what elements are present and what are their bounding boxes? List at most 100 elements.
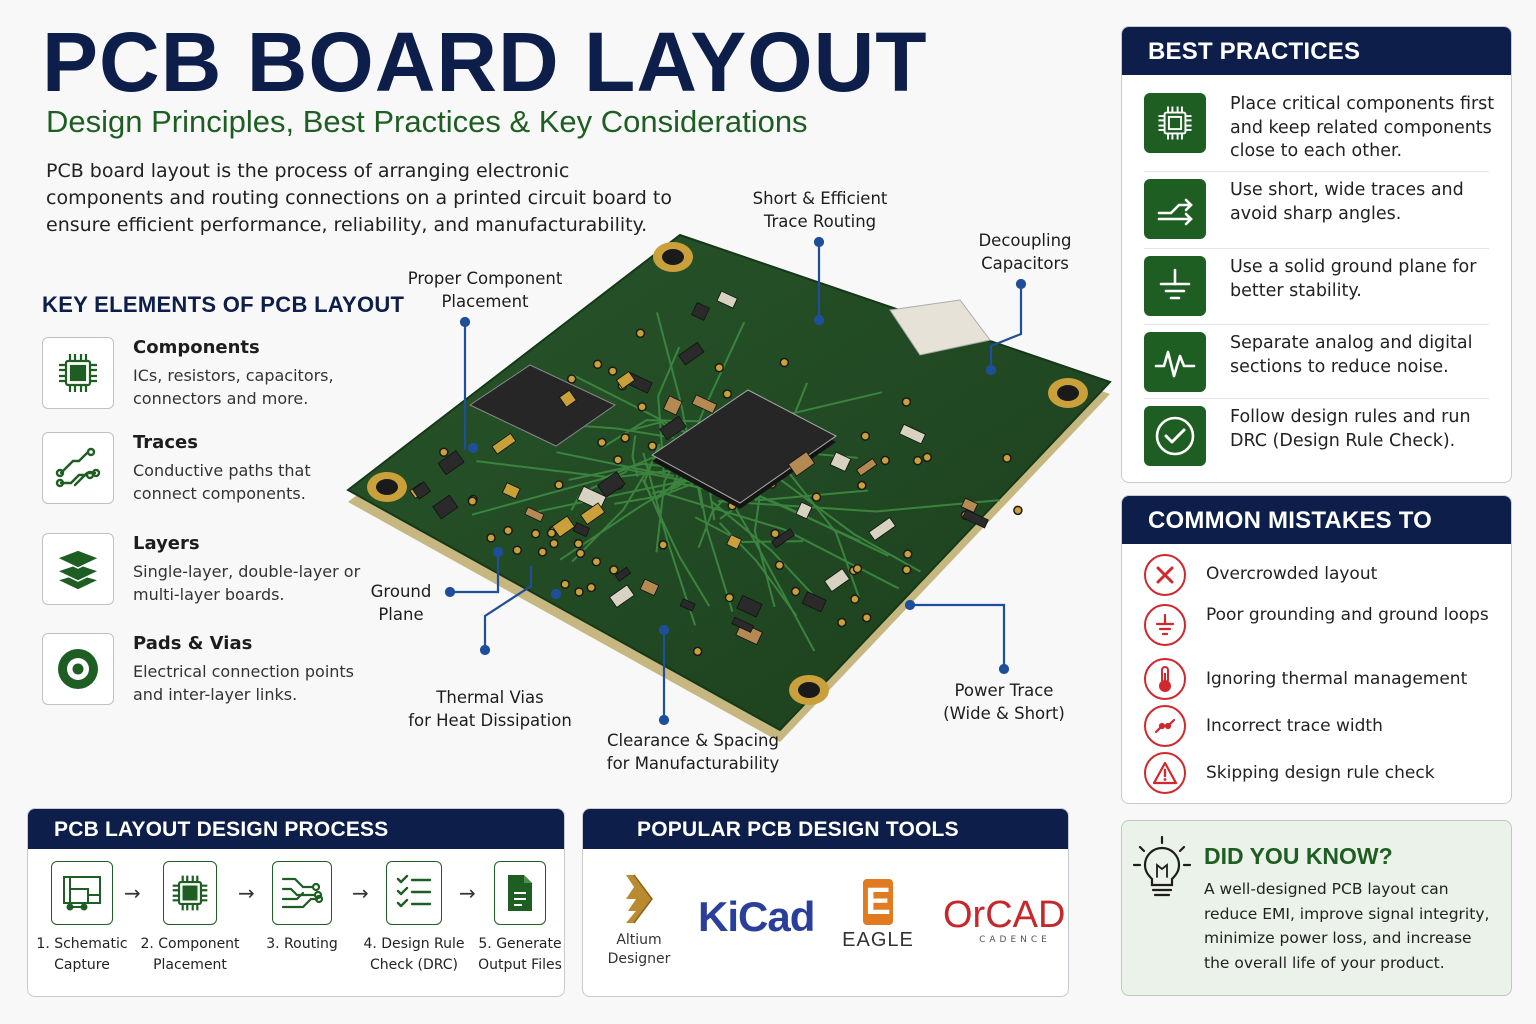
smd-component (855, 458, 878, 477)
page-subtitle: Design Principles, Best Practices & Key … (46, 104, 808, 139)
best-practice-item: Place critical components first and keep… (1144, 93, 1504, 161)
key-item-pads-vias: Pads & Vias Electrical connection points… (42, 633, 362, 713)
pcb-via (790, 586, 801, 597)
pcb-via (779, 357, 790, 368)
pcb-via (537, 547, 548, 557)
x-icon (1144, 554, 1186, 596)
chip-icon (42, 337, 114, 409)
did-you-know-text: A well-designed PCB layout can reduce EM… (1204, 880, 1490, 972)
pcb-via (647, 441, 658, 451)
mistake-item: Ignoring thermal management (1144, 658, 1504, 702)
pcb-trace (776, 476, 921, 573)
pcb-trace (718, 499, 1000, 513)
best-practice-text: Use short, wide traces and avoid sharp a… (1230, 180, 1464, 224)
trace-width-icon (1144, 705, 1186, 747)
pcb-via (901, 565, 912, 575)
callout-power-trace: Power Trace(Wide & Short) (943, 681, 1065, 723)
smd-component (868, 517, 897, 542)
divider (1144, 248, 1489, 249)
key-item-components: Components ICs, resistors, capacitors, c… (42, 337, 362, 417)
mistake-text: Skipping design rule check (1206, 763, 1435, 783)
pcb-via (901, 397, 912, 407)
key-item-traces: Traces Conductive paths that connect com… (42, 432, 362, 512)
best-practice-text: Use a solid ground plane for better stab… (1230, 257, 1477, 301)
pcb-via (902, 549, 913, 559)
pcb-via (530, 529, 541, 539)
pcb-trace (642, 452, 697, 626)
arrow-icon: → (124, 881, 141, 905)
pcb-via (922, 452, 932, 463)
pcb-board-svg (346, 233, 1112, 742)
smd-component (580, 502, 606, 526)
pcb-via (774, 560, 785, 570)
smd-component (551, 515, 576, 538)
callout-lines (444, 236, 1027, 726)
pcb-via (852, 563, 863, 574)
did-you-know-title: DID YOU KNOW? (1204, 843, 1393, 869)
lightbulb-icon (1132, 835, 1192, 905)
route-icon (1144, 179, 1206, 239)
pcb-via (620, 433, 630, 443)
pcb-via (554, 480, 564, 490)
smd-component (659, 415, 687, 441)
pcb-via (597, 437, 607, 448)
smd-component (960, 497, 979, 513)
connector (889, 299, 991, 356)
mounting-hole (367, 242, 1088, 705)
checklist-icon (386, 861, 442, 925)
best-practices-heading: BEST PRACTICES (1122, 27, 1511, 75)
best-practice-text: Separate analog and digital sections to … (1230, 333, 1473, 377)
best-practice-item: Use a solid ground plane for better stab… (1144, 256, 1504, 318)
smd-component (678, 341, 705, 366)
pcb-via (880, 455, 890, 466)
routing-icon (272, 861, 332, 925)
smd-component (615, 370, 636, 390)
smd-component (491, 432, 517, 455)
best-practice-item: Follow design rules and run DRC (Design … (1144, 406, 1504, 468)
kicad-logo: KiCad (698, 893, 815, 940)
best-practice-item: Separate analog and digital sections to … (1144, 332, 1504, 394)
key-item-title: Layers (133, 533, 200, 554)
smd-component (801, 591, 827, 613)
pcb-via (609, 565, 619, 575)
mistake-item: Poor grounding and ground loops (1144, 604, 1504, 648)
pcb-via (861, 612, 872, 623)
key-item-title: Components (133, 337, 260, 358)
intro-paragraph: PCB board layout is the process of arran… (46, 160, 672, 236)
main-processor-chip (651, 389, 837, 509)
pcb-via (512, 545, 522, 555)
pcb-via (658, 540, 668, 550)
smd-component (662, 395, 683, 416)
soic-chip (468, 364, 616, 447)
smd-component (787, 451, 816, 477)
pcb-via (770, 528, 780, 539)
key-item-title: Traces (133, 432, 198, 453)
smd-component (771, 528, 795, 549)
key-item-desc: ICs, resistors, capacitors, connectors a… (133, 366, 334, 408)
mistake-item: Skipping design rule check (1144, 752, 1504, 796)
pcb-via (692, 646, 703, 657)
smd-component (726, 534, 743, 550)
arrow-icon: → (459, 881, 476, 905)
key-item-layers: Layers Single-layer, double-layer or mul… (42, 533, 362, 613)
smd-component (731, 616, 755, 633)
mistakes-panel: COMMON MISTAKES TO AVOID Overcrowded lay… (1121, 495, 1512, 804)
pcb-via (857, 480, 867, 491)
best-practices-panel: BEST PRACTICES Place critical components… (1121, 26, 1512, 483)
pcb-via (722, 389, 733, 399)
divider (1144, 324, 1489, 325)
key-item-desc: Conductive paths that connect components… (133, 461, 311, 503)
smd-component (524, 506, 545, 523)
pcb-via (607, 366, 618, 376)
pcb-via (1013, 505, 1023, 516)
